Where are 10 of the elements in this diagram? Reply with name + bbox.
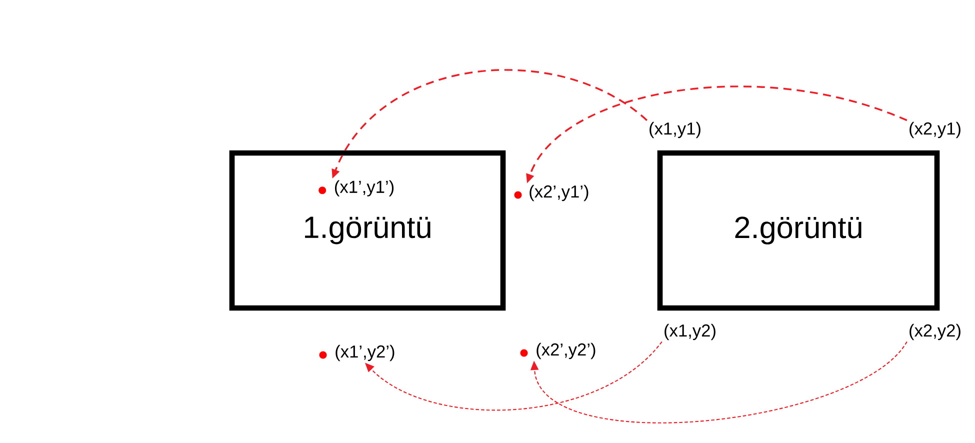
curved-arrow [530,341,908,424]
point-label: (x1’,y2’) [336,344,394,362]
point-label: (x2’,y2’) [536,342,596,360]
point-label: (x1’,y1’) [335,180,394,196]
point-label: (x2’,y1’) [530,184,588,202]
corner-label: (x2,y2) [910,324,960,340]
corner-label: (x1,y2) [664,324,716,340]
image-box: 2.görüntü [657,150,940,311]
corner-label: (x1,y1) [650,122,700,138]
corner-label: (x2,y1) [910,122,960,138]
